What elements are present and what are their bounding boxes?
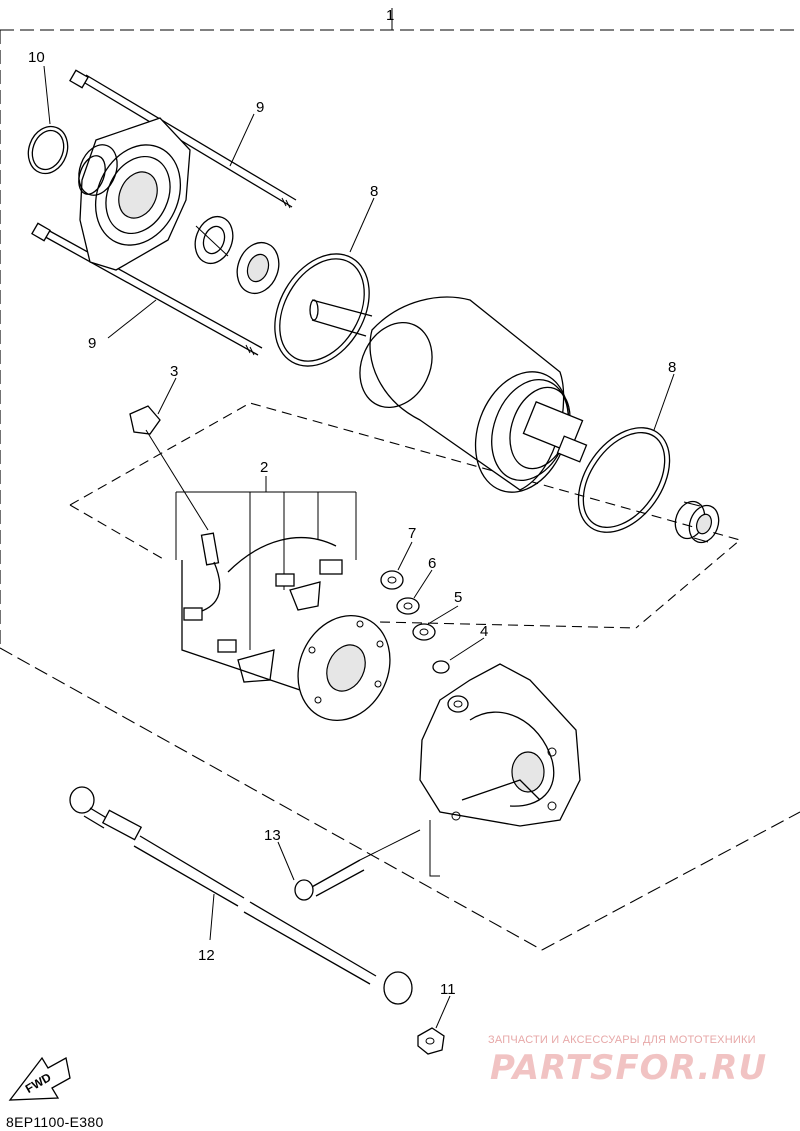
front-cover — [78, 117, 191, 271]
callout-9-lower: 9 — [88, 335, 96, 352]
brush-set — [175, 491, 357, 691]
terminal-nut-7 — [380, 570, 404, 590]
leader-lines — [43, 65, 675, 1029]
rear-cover — [419, 663, 581, 827]
fwd-arrow: FWD — [8, 1056, 71, 1101]
nut-11 — [417, 1027, 445, 1055]
callout-5: 5 — [454, 589, 462, 606]
callout-11: 11 — [440, 981, 456, 998]
rear-bearing — [674, 500, 720, 544]
washer-6 — [396, 597, 420, 615]
assembly-boundary — [0, 8, 800, 951]
through-bolt-lower — [31, 222, 263, 356]
callout-12: 12 — [198, 947, 215, 964]
washer-5 — [412, 623, 436, 641]
terminal-nut — [129, 405, 209, 531]
callout-10: 10 — [28, 49, 45, 66]
diagram-code: 8EP1100-E380 — [6, 1114, 104, 1130]
watermark-logo: PARTSFOR.RU — [490, 1048, 768, 1088]
callout-4: 4 — [480, 623, 488, 640]
o-ring-large-front — [274, 253, 370, 367]
yoke-armature — [309, 296, 588, 493]
watermark-caption: ЗАПЧАСТИ И АКСЕССУАРЫ ДЛЯ МОТОТЕХНИКИ — [488, 1034, 756, 1046]
callout-9-upper: 9 — [256, 99, 264, 116]
bearing — [194, 215, 234, 265]
brush-holder-plate — [297, 614, 391, 722]
o-ring-4 — [432, 660, 450, 674]
oil-seal — [236, 241, 280, 295]
cable-12 — [69, 786, 413, 1005]
callout-13: 13 — [264, 827, 281, 844]
callout-6: 6 — [428, 555, 436, 572]
callout-8-upper: 8 — [370, 183, 378, 200]
callout-2: 2 — [260, 459, 268, 476]
callout-1: 1 — [386, 7, 394, 24]
callout-3: 3 — [170, 363, 178, 380]
bolt-13 — [294, 820, 440, 901]
brush-subassembly-outline — [69, 402, 742, 629]
o-ring-small — [27, 125, 69, 175]
through-bolt-upper — [69, 69, 297, 209]
callout-7: 7 — [408, 525, 416, 542]
o-ring-large-rear — [577, 427, 671, 533]
callout-8-lower: 8 — [668, 359, 676, 376]
